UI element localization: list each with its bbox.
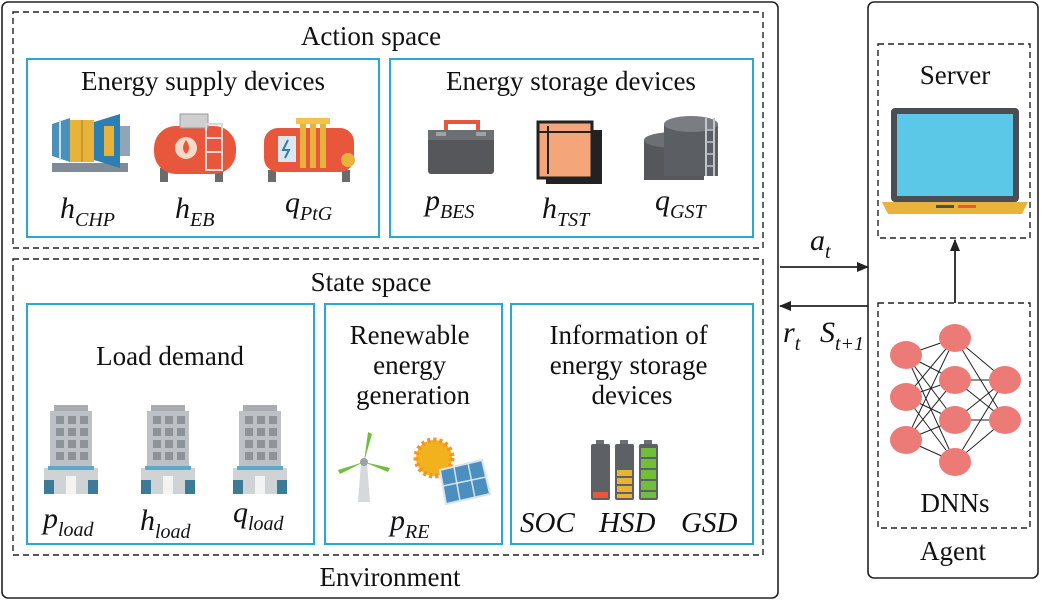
battery-icon [428, 120, 494, 174]
h-eb-label: hEB [175, 192, 214, 231]
building-window [269, 452, 277, 460]
building-window [153, 416, 161, 424]
next-state-label: St+1 [820, 316, 864, 355]
building-window [165, 452, 173, 460]
p-load-label: pload [41, 502, 95, 541]
electric-boiler-icon [154, 113, 236, 182]
power-to-gas-icon [264, 118, 355, 182]
energy-supply-box [26, 58, 380, 238]
server-box [877, 43, 1031, 239]
battery-levels-icon [591, 440, 658, 500]
agent-label: Agent [920, 536, 986, 566]
building-window [68, 440, 76, 448]
building-window [153, 440, 161, 448]
dnn-edge [954, 379, 1006, 463]
h-load-label: hload [140, 504, 192, 543]
state-space-box [12, 258, 764, 556]
building-window [80, 416, 88, 424]
building-window [153, 428, 161, 436]
dnn-neuron [939, 448, 971, 476]
laptop-icon [882, 108, 1028, 214]
dnn-neuron [890, 341, 922, 369]
energy-supply-title: Energy supply devices [81, 66, 325, 96]
building-window [80, 428, 88, 436]
storage-info-title: Information of energy storage devices [550, 320, 715, 410]
building-window [257, 416, 265, 424]
building-window [269, 416, 277, 424]
dnn-label: DNNs [920, 488, 989, 518]
building-window [257, 452, 265, 460]
building-window [269, 440, 277, 448]
building-window [245, 440, 253, 448]
dnn-neuron [939, 324, 971, 352]
building-window [177, 416, 185, 424]
dnn-neurons [890, 324, 1021, 476]
hsd-label: HSD [598, 507, 655, 539]
environment-box [1, 1, 779, 599]
building-window [245, 416, 253, 424]
action-label: at [810, 224, 831, 263]
wind-turbine-icon [338, 432, 390, 502]
load-demand-title: Load demand [96, 341, 244, 371]
renewable-box [324, 303, 503, 545]
dnn-neuron [939, 406, 971, 434]
gas-storage-tank-icon [644, 116, 718, 180]
solar-panel-icon [413, 437, 492, 506]
dnn-neuron [890, 426, 922, 454]
agent-box [867, 1, 1039, 579]
building-window [80, 440, 88, 448]
building-window [165, 416, 173, 424]
building-window [257, 440, 265, 448]
gsd-label: GSD [681, 507, 737, 539]
state-space-title: State space [311, 267, 432, 297]
storage-info-box [510, 303, 754, 545]
p-bes-label: pBES [423, 184, 474, 223]
action-space-box [12, 11, 764, 249]
building-window [245, 428, 253, 436]
reward-label: rt [783, 316, 801, 355]
environment-label: Environment [320, 562, 461, 592]
building-window [177, 440, 185, 448]
building-window [56, 440, 64, 448]
q-ptg-label: qPtG [285, 186, 333, 225]
building-window [80, 452, 88, 460]
dnn-neuron [989, 406, 1021, 434]
server-label: Server [920, 60, 990, 90]
building-window [56, 452, 64, 460]
chp-turbine-icon [52, 114, 130, 172]
building-window [165, 428, 173, 436]
dnn-neuron [989, 366, 1021, 394]
building-window [165, 440, 173, 448]
building-window [56, 428, 64, 436]
energy-storage-title: Energy storage devices [446, 66, 696, 96]
dnn-edge [954, 337, 1006, 421]
building-window [68, 428, 76, 436]
building-window [269, 428, 277, 436]
building-window [68, 416, 76, 424]
building-window [68, 452, 76, 460]
building-windows [56, 416, 277, 460]
renewable-title: Renewable energy generation [350, 320, 477, 410]
soc-label: SOC [520, 507, 575, 539]
h-tst-label: hTST [542, 192, 591, 231]
dnn-neuron [939, 366, 971, 394]
building-window [177, 452, 185, 460]
q-load-label: qload [233, 496, 285, 535]
building-window [257, 428, 265, 436]
dnn-neuron [890, 383, 922, 411]
dnn-box [877, 302, 1031, 529]
building-window [177, 428, 185, 436]
h-chp-label: hCHP [60, 192, 115, 231]
action-space-title: Action space [301, 21, 441, 51]
building-window [153, 452, 161, 460]
p-re-label: pRE [388, 504, 429, 543]
dnn-edge [905, 337, 956, 441]
load-demand-box [26, 303, 315, 545]
q-gst-label: qGST [655, 184, 707, 223]
building-window [56, 416, 64, 424]
thermal-storage-tank-icon [536, 120, 602, 184]
energy-storage-box [389, 58, 754, 238]
building-window [245, 452, 253, 460]
